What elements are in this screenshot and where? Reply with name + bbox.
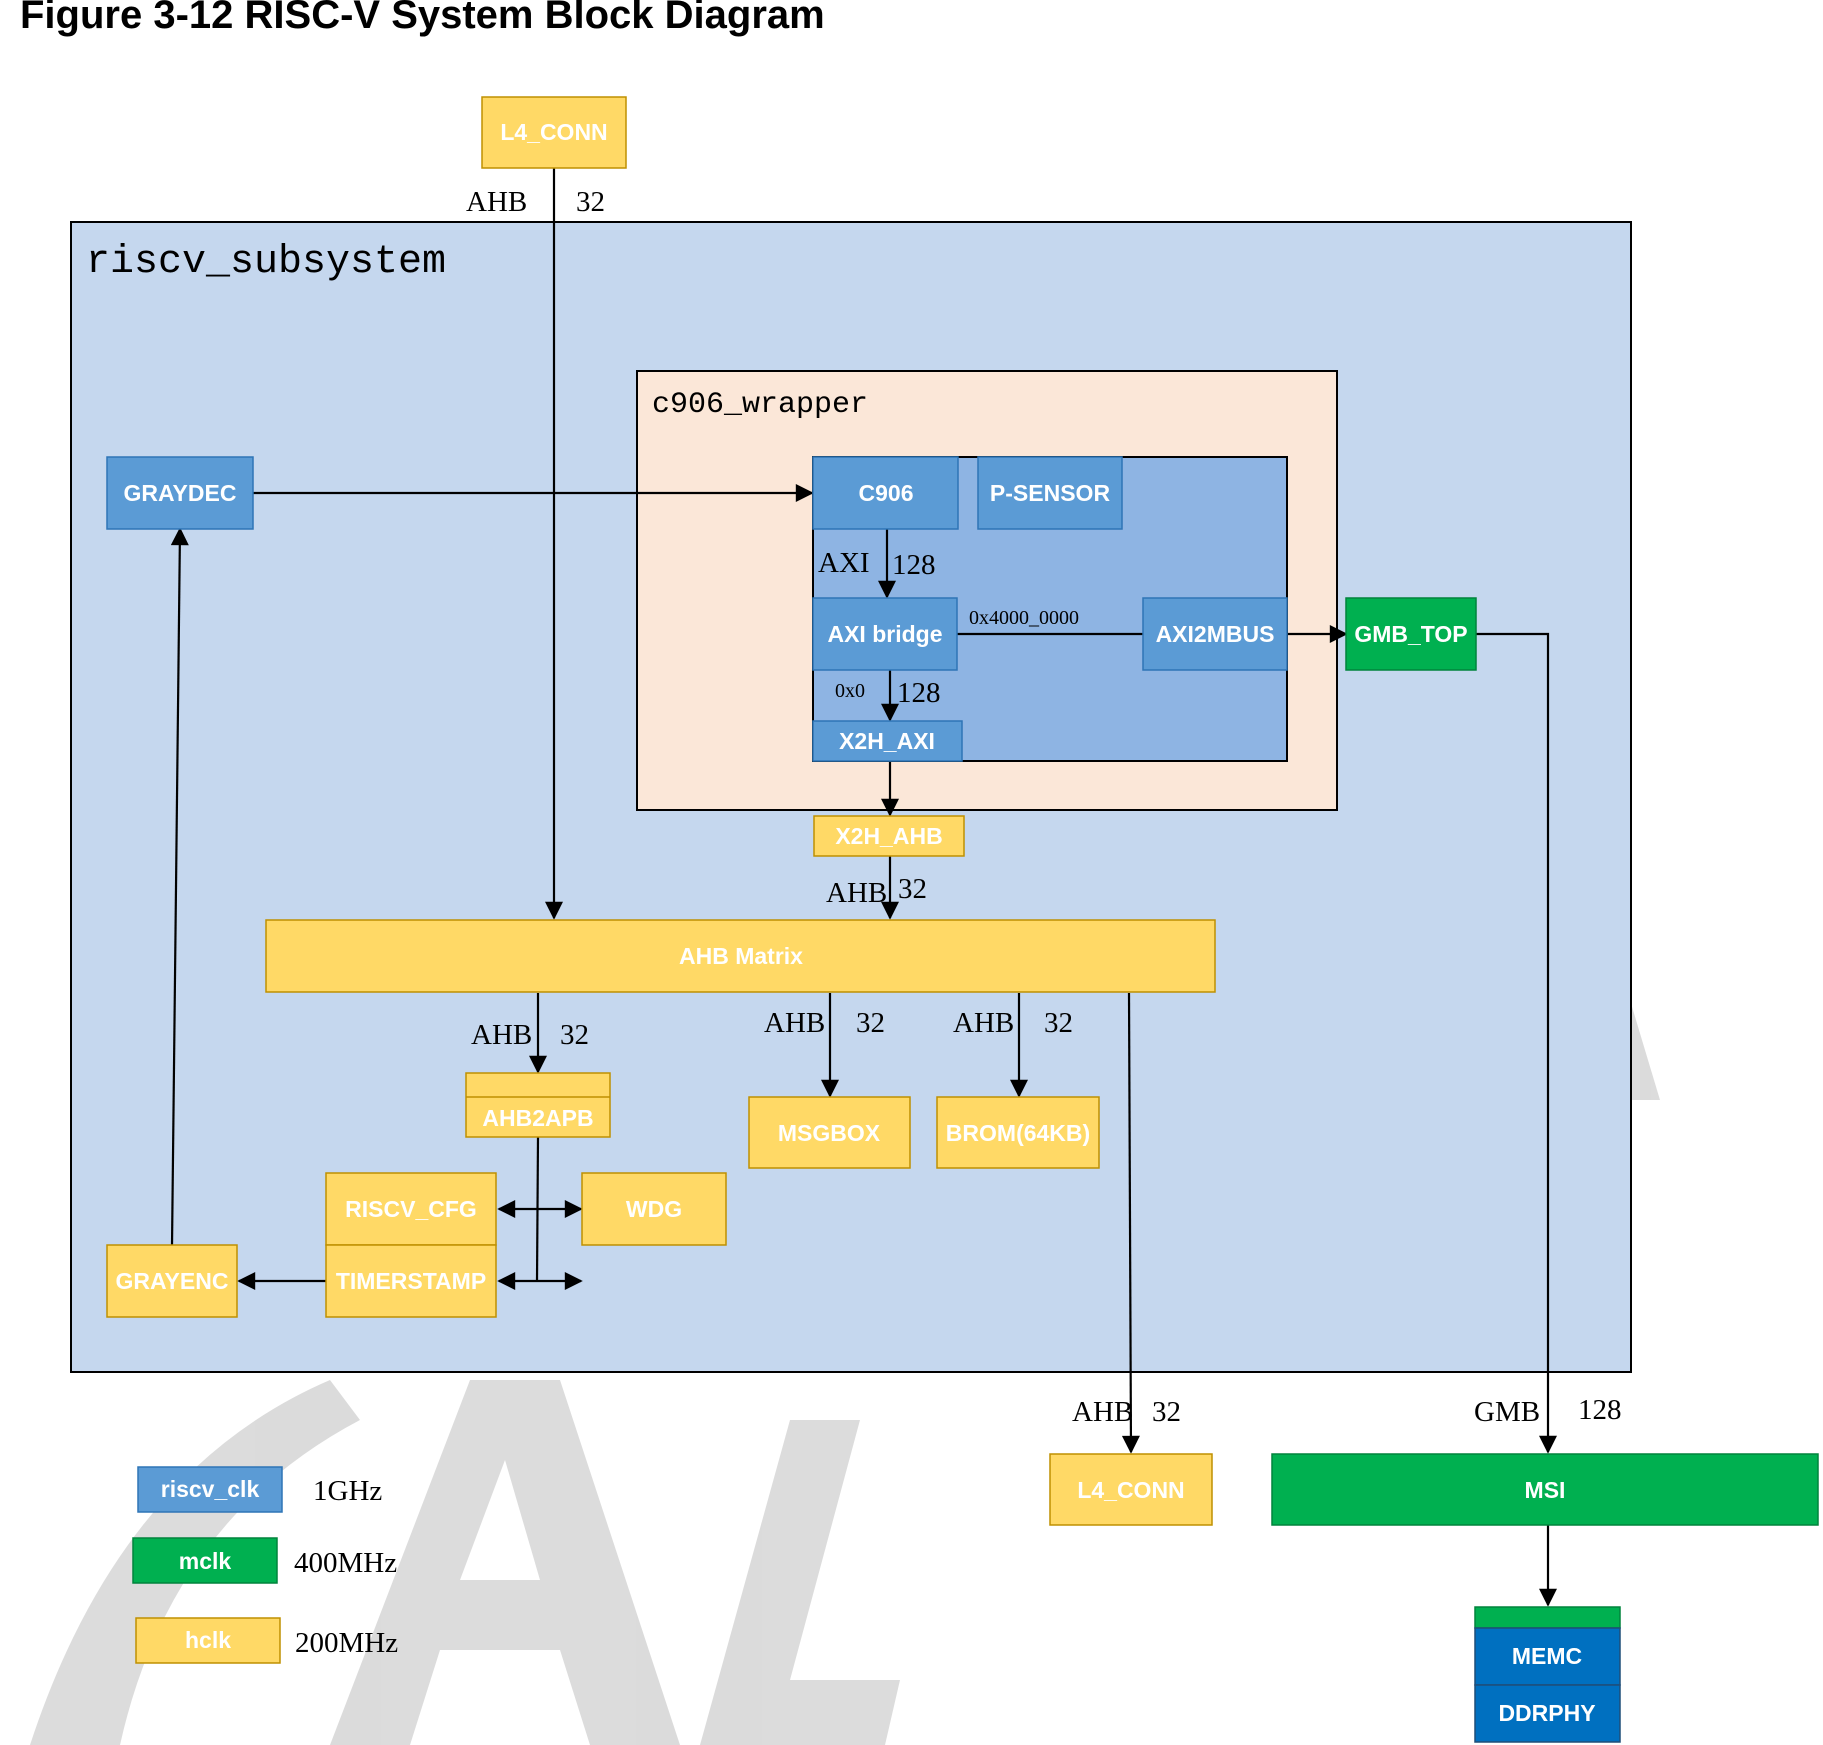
block-brom: BROM(64KB) — [936, 1096, 1100, 1169]
legend-riscv-clk-freq: 1GHz — [313, 1475, 382, 1507]
block-l4-conn-top: L4_CONN — [481, 96, 627, 169]
bus-width-top: 32 — [576, 186, 605, 218]
bus-label-l4-bottom: AHB — [1072, 1396, 1133, 1428]
figure-title: Figure 3-12 RISC-V System Block Diagram — [20, 0, 825, 37]
block-x2h-axi: X2H_AXI — [812, 720, 963, 762]
legend-item-riscv-clk: riscv_clk 1GHz — [137, 1466, 382, 1513]
block-wdg-label: WDG — [626, 1196, 682, 1222]
bus-width-l4-bottom: 32 — [1152, 1396, 1181, 1428]
block-memc-label: MEMC — [1512, 1643, 1582, 1669]
block-p-sensor-label: P-SENSOR — [990, 480, 1111, 506]
block-l4-conn-top-label: L4_CONN — [500, 119, 607, 145]
block-timerstamp: TIMERSTAMP — [325, 1244, 497, 1318]
block-ahb-matrix: AHB Matrix — [265, 919, 1216, 993]
bus-width-msgbox: 32 — [856, 1007, 885, 1039]
block-grayenc-label: GRAYENC — [116, 1268, 229, 1294]
bus-label-axi: AXI — [818, 547, 870, 579]
block-l4-conn-bottom-label: L4_CONN — [1077, 1477, 1184, 1503]
legend-item-hclk: hclk 200MHz — [135, 1617, 398, 1664]
legend-mclk-freq: 400MHz — [294, 1547, 397, 1579]
bus-width-x2h-ahb: 32 — [898, 873, 927, 905]
bus-label-top-ahb: AHB — [466, 186, 527, 218]
block-riscv-cfg: RISCV_CFG — [325, 1172, 497, 1246]
block-x2h-ahb: X2H_AHB — [813, 815, 965, 857]
bus-label-apb: AHB — [471, 1019, 532, 1051]
riscv-subsystem-label: riscv_subsystem — [86, 240, 446, 285]
legend: riscv_clk 1GHz mclk 400MHz hclk 200MHz — [132, 1466, 398, 1664]
block-gmb-top-label: GMB_TOP — [1354, 621, 1467, 647]
bus-width-gmb: 128 — [1578, 1394, 1622, 1426]
block-brom-label: BROM(64KB) — [946, 1120, 1090, 1146]
block-graydec: GRAYDEC — [106, 456, 254, 530]
block-graydec-label: GRAYDEC — [124, 480, 237, 506]
block-msgbox: MSGBOX — [748, 1096, 911, 1169]
block-ahb2apb-label: AHB2APB — [482, 1105, 593, 1131]
legend-riscv-clk-label: riscv_clk — [161, 1476, 260, 1502]
block-c906-label: C906 — [859, 480, 914, 506]
wire-ahb-matrix-to-l4conn-bottom — [1121, 992, 1140, 1454]
c906-wrapper-label: c906_wrapper — [652, 388, 868, 422]
legend-hclk-freq: 200MHz — [295, 1627, 398, 1659]
block-wdg: WDG — [581, 1172, 727, 1246]
wire-gmb-top-to-msi — [1476, 632, 1557, 1454]
block-msgbox-label: MSGBOX — [778, 1120, 881, 1146]
bus-width-bridge: 128 — [897, 677, 941, 709]
bus-label-brom: AHB — [953, 1007, 1014, 1039]
block-axi2mbus: AXI2MBUS — [1142, 597, 1288, 671]
block-ddrphy-label: DDRPHY — [1498, 1700, 1595, 1726]
block-axi-bridge-label: AXI bridge — [827, 621, 942, 647]
block-x2h-ahb-label: X2H_AHB — [835, 823, 942, 849]
block-msi-label: MSI — [1525, 1477, 1566, 1503]
block-grayenc: GRAYENC — [106, 1244, 238, 1318]
bus-width-brom: 32 — [1044, 1007, 1073, 1039]
block-p-sensor: P-SENSOR — [977, 456, 1123, 530]
block-l4-conn-bottom: L4_CONN — [1049, 1453, 1213, 1526]
legend-hclk-label: hclk — [185, 1627, 231, 1653]
legend-mclk-label: mclk — [179, 1548, 232, 1574]
block-axi2mbus-label: AXI2MBUS — [1156, 621, 1275, 647]
bus-width-c906: 128 — [892, 549, 936, 581]
block-ahb-matrix-label: AHB Matrix — [679, 943, 803, 969]
bus-label-x2h-ahb: AHB — [826, 877, 887, 909]
block-gmb-top: GMB_TOP — [1345, 597, 1477, 671]
block-timerstamp-label: TIMERSTAMP — [336, 1268, 486, 1294]
block-c906: C906 — [812, 456, 959, 530]
block-msi: MSI — [1271, 1453, 1819, 1526]
block-x2h-axi-label: X2H_AXI — [839, 728, 935, 754]
block-ahb2apb: AHB2APB — [465, 1072, 611, 1138]
wire-grayenc-to-graydec — [170, 527, 189, 1247]
addr-label-right: 0x4000_0000 — [969, 607, 1079, 629]
block-riscv-cfg-label: RISCV_CFG — [345, 1196, 477, 1222]
bus-label-msgbox: AHB — [764, 1007, 825, 1039]
block-memc-ddrphy: MEMC DDRPHY — [1474, 1606, 1621, 1743]
bus-width-apb: 32 — [560, 1019, 589, 1051]
bus-label-gmb: GMB — [1474, 1396, 1540, 1428]
legend-item-mclk: mclk 400MHz — [132, 1537, 397, 1584]
addr-label-down: 0x0 — [835, 680, 865, 702]
block-axi-bridge: AXI bridge — [812, 597, 958, 671]
